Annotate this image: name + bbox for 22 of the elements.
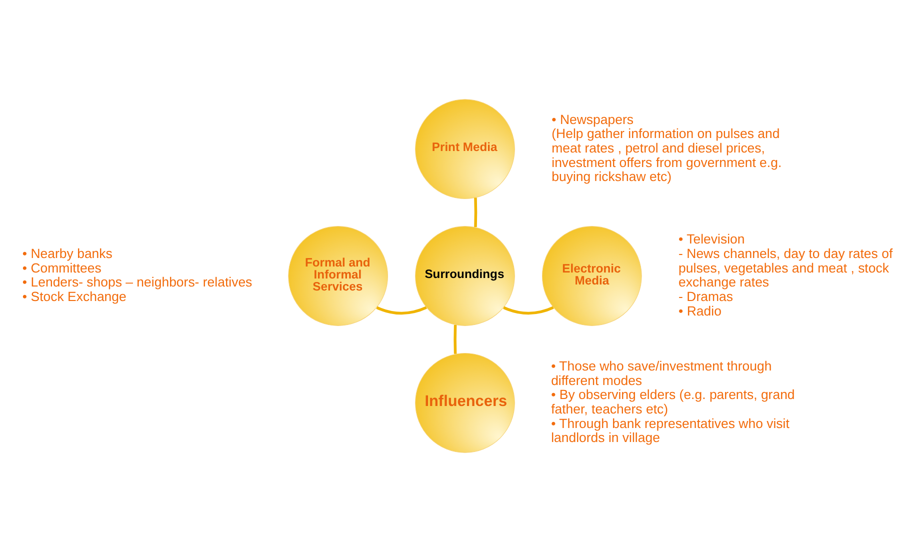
connector <box>503 306 554 314</box>
node-label: • Nearby banks <box>22 245 112 260</box>
node-circle: Electronic Media <box>542 226 642 326</box>
node-label: • Lenders- shops – neighbors- relatives <box>22 274 252 290</box>
connector <box>454 324 457 354</box>
node-circle: Print Media <box>415 98 515 199</box>
connector <box>474 197 478 227</box>
node-label: • Radio <box>678 302 722 318</box>
node-label: (Help gather information on pulses and meat rates , petrol and diesel prices, investment offers from government e.g. buying rickshaw etc) <box>552 126 782 184</box>
node-circle: Influencers <box>415 352 515 452</box>
node-label: • Those who save/investment through different modes <box>551 358 772 388</box>
node-label: • Television <box>678 231 745 246</box>
node-circle: Surroundings <box>415 226 515 326</box>
node-circle: Formal and Informal Services <box>288 226 388 326</box>
node-label: • Committees <box>22 260 102 275</box>
node-label: - Dramas <box>678 288 733 304</box>
connector <box>376 306 427 314</box>
node-label: • Newspapers <box>552 111 634 126</box>
node-label: - News channels, day to day rates of pulses, vegetables and meat , stock exchange rates <box>678 245 893 290</box>
node-label: • Stock Exchange <box>22 288 126 304</box>
node-label: • By observing elders (e.g. parents, grand father, teachers etc) <box>551 386 795 416</box>
node-label: • Through bank representatives who visit landlords in village <box>551 415 790 445</box>
